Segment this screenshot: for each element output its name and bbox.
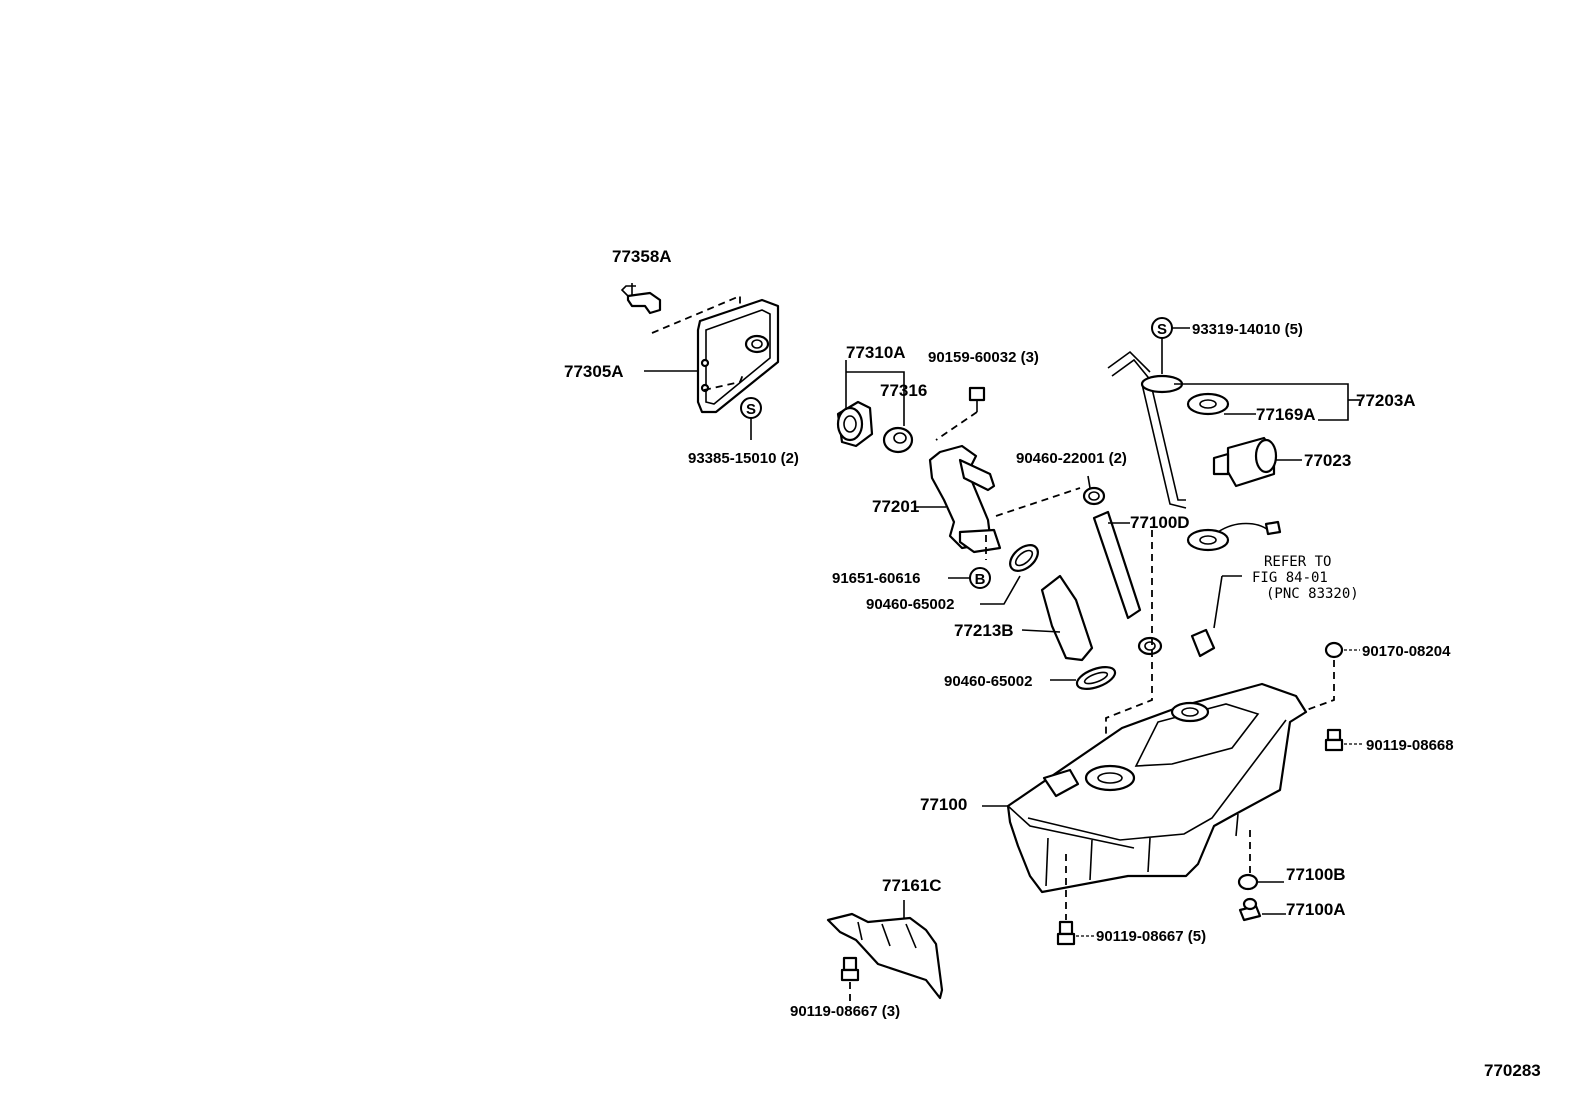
label-90460-65002-lower: 90460-65002 xyxy=(944,673,1032,690)
cushion-77100A xyxy=(1238,897,1262,922)
label-90460-22001: 90460-22001 (2) xyxy=(1016,450,1127,467)
figure-id: 770283 xyxy=(1484,1061,1541,1080)
reference-line-3: (PNC 83320) xyxy=(1266,586,1359,602)
label-77169A: 77169A xyxy=(1256,405,1316,424)
svg-text:S: S xyxy=(746,401,756,418)
label-90460-65002-upper: 90460-65002 xyxy=(866,596,954,613)
label-90119-08667-3: 90119-08667 (3) xyxy=(790,1003,900,1020)
label-77358A: 77358A xyxy=(612,247,672,266)
hose-clamp-90460-65002-upper xyxy=(1009,544,1039,572)
clip-77358A xyxy=(620,283,662,315)
label-77100A: 77100A xyxy=(1286,900,1346,919)
label-77100: 77100 xyxy=(920,795,967,814)
label-90170-08204: 90170-08204 xyxy=(1362,643,1451,660)
grommet-77316 xyxy=(882,426,914,454)
label-93319-14010: 93319-14010 (5) xyxy=(1192,321,1303,338)
label-91651-60616: 91651-60616 xyxy=(832,570,920,587)
fuel-sender-gauge xyxy=(1186,520,1282,658)
s-symbol-icon: S xyxy=(740,397,762,419)
label-77203A: 77203A xyxy=(1356,391,1416,410)
svg-text:B: B xyxy=(975,571,986,588)
label-77023: 77023 xyxy=(1304,451,1351,470)
cushion-77100B xyxy=(1237,873,1259,891)
b-symbol-icon: B xyxy=(969,567,991,589)
label-77100D: 77100D xyxy=(1130,513,1190,532)
reference-line-1: REFER TO xyxy=(1264,554,1331,570)
hose-clamp-90460-22001 xyxy=(1082,486,1106,506)
s-symbol-icon-93319: S xyxy=(1151,317,1173,339)
bolt-90119-08668 xyxy=(1324,728,1344,752)
label-77161C: 77161C xyxy=(882,876,942,895)
protector-77161C xyxy=(826,912,944,1000)
pump-seal-77169A xyxy=(1186,392,1230,416)
fuel-pump-77023 xyxy=(1212,436,1278,488)
bushing-77310A xyxy=(836,400,874,448)
filler-pipe-77201 xyxy=(928,444,1002,554)
label-77100B: 77100B xyxy=(1286,865,1346,884)
hose-clamp-small xyxy=(1137,636,1163,656)
bolt-90159 xyxy=(968,386,986,412)
breather-hose-77100D xyxy=(1092,510,1142,620)
label-77201: 77201 xyxy=(872,497,919,516)
reference-line-2: FIG 84-01 xyxy=(1252,570,1328,586)
pump-bracket-77203A xyxy=(1107,350,1187,509)
bolt-90119-08667-5 xyxy=(1056,920,1076,946)
label-90119-08668: 90119-08668 xyxy=(1366,737,1454,754)
label-90159-60032: 90159-60032 (3) xyxy=(928,349,1039,366)
label-77305A: 77305A xyxy=(564,362,624,381)
label-77316: 77316 xyxy=(880,381,927,400)
label-77213B: 77213B xyxy=(954,621,1014,640)
hose-clamp-90460-65002-lower xyxy=(1075,666,1117,690)
label-93385-15010: 93385-15010 (2) xyxy=(688,450,799,467)
bolt-90119-08667-3 xyxy=(840,956,860,982)
filler-hose-77213B xyxy=(1040,574,1094,662)
label-90119-08667-5: 90119-08667 (5) xyxy=(1096,928,1206,945)
svg-text:S: S xyxy=(1157,321,1167,338)
fuel-tank-77100 xyxy=(1006,682,1308,894)
plate-77305A xyxy=(696,298,780,414)
cushion-90170 xyxy=(1324,641,1344,659)
label-77310A: 77310A xyxy=(846,343,906,362)
